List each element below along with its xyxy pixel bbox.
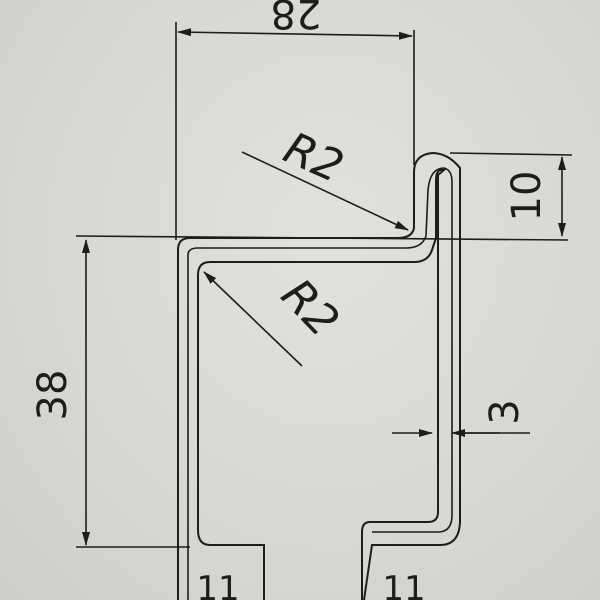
profile-inner-outline xyxy=(197,168,447,600)
dim-line-top-width xyxy=(177,28,413,40)
dim-text-wall-thickness: 3 xyxy=(482,399,528,424)
dim-text-lip-height: 10 xyxy=(504,171,550,222)
dim-text-body-height: 38 xyxy=(30,370,76,421)
dim-text-top-width: 28 xyxy=(271,0,322,36)
dim-text-foot-right: 11 xyxy=(382,569,425,600)
leader-inner-radius xyxy=(203,271,303,367)
dim-text-inner-radius: R2 xyxy=(271,269,348,347)
leader-upper-radius xyxy=(241,151,409,231)
dim-text-upper-radius: R2 xyxy=(276,123,350,193)
ref-line-body-top xyxy=(75,235,569,241)
profile-outer-outline xyxy=(177,151,461,600)
dim-text-foot-left: 11 xyxy=(196,569,239,600)
profile-wall-line xyxy=(187,167,453,600)
ext-line-lip-top xyxy=(449,152,573,156)
